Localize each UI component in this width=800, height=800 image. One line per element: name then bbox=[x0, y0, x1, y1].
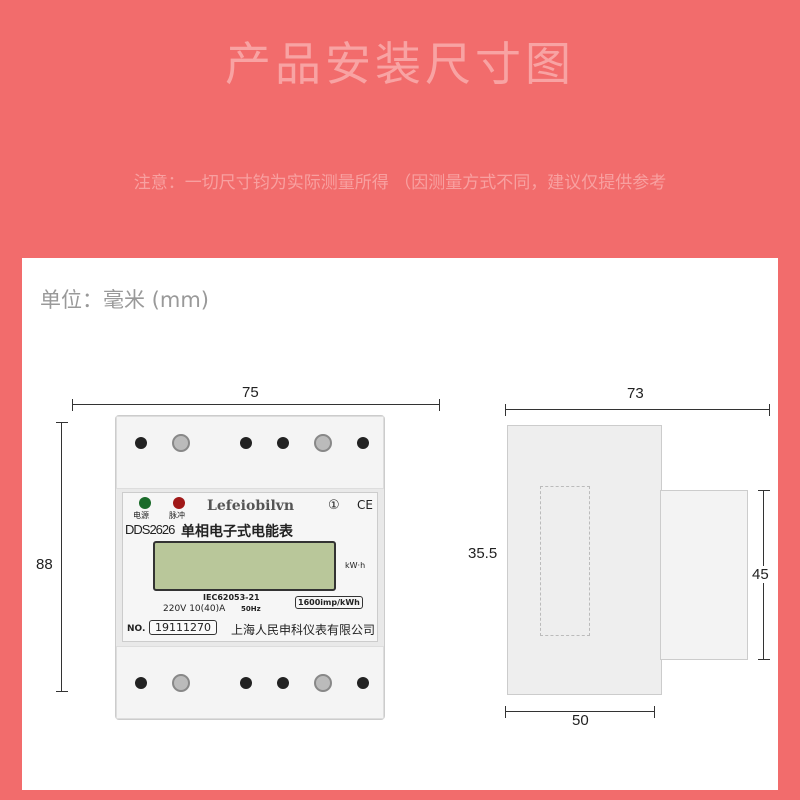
side-height-label: 45 bbox=[752, 566, 769, 583]
front-height-label: 88 bbox=[36, 556, 53, 573]
rail-offset-label: 35.5 bbox=[468, 545, 498, 562]
top-terminal-cover bbox=[116, 416, 384, 489]
front-width-dim bbox=[72, 399, 440, 411]
front-height-dim bbox=[56, 422, 68, 692]
meter-side-front-section bbox=[660, 490, 748, 660]
front-width-label: 75 bbox=[242, 384, 259, 401]
lcd-display bbox=[153, 541, 336, 591]
serial-no-label: NO. bbox=[127, 624, 146, 634]
ce-mark: CE bbox=[357, 498, 373, 512]
class-mark: ① bbox=[328, 498, 340, 513]
side-depth-label: 73 bbox=[627, 385, 644, 402]
meter-name: 单相电子式电能表 bbox=[181, 524, 293, 540]
meter-side-view bbox=[507, 425, 662, 695]
led-pulse-label: 脉冲 bbox=[169, 511, 185, 520]
brand-label: Lefeiobilvn bbox=[207, 498, 295, 514]
page-title: 产品安装尺寸图 bbox=[225, 37, 575, 91]
unit-label: 单位：毫米 (mm) bbox=[40, 288, 209, 312]
side-base-dim bbox=[505, 706, 655, 718]
side-base-label: 50 bbox=[572, 712, 589, 729]
standard-label: IEC62053-21 bbox=[203, 593, 260, 602]
power-led-icon bbox=[139, 497, 151, 509]
rating-label: 220V 10(40)A bbox=[163, 604, 226, 614]
model-label: DDS2626 bbox=[125, 522, 175, 537]
serial-number: 19111270 bbox=[149, 620, 217, 635]
manufacturer-label: 上海人民申科仪表有限公司 bbox=[231, 623, 376, 637]
freq-label: 50Hz bbox=[241, 605, 261, 613]
constant-label: 1600imp/kWh bbox=[295, 596, 363, 609]
side-depth-dim bbox=[505, 404, 770, 416]
kwh-label: kW·h bbox=[345, 561, 366, 570]
measurement-note: 注意：一切尺寸钧为实际测量所得 （因测量方式不同，建议仅提供参考 bbox=[133, 173, 667, 193]
meter-front-view: 电源 脉冲 Lefeiobilvn ① CE DDS2626 单相电子式电能表 … bbox=[115, 415, 385, 720]
meter-faceplate: 电源 脉冲 Lefeiobilvn ① CE DDS2626 单相电子式电能表 … bbox=[122, 492, 378, 642]
bottom-terminal-cover bbox=[116, 646, 384, 719]
led-power-label: 电源 bbox=[133, 511, 149, 520]
pulse-led-icon bbox=[173, 497, 185, 509]
